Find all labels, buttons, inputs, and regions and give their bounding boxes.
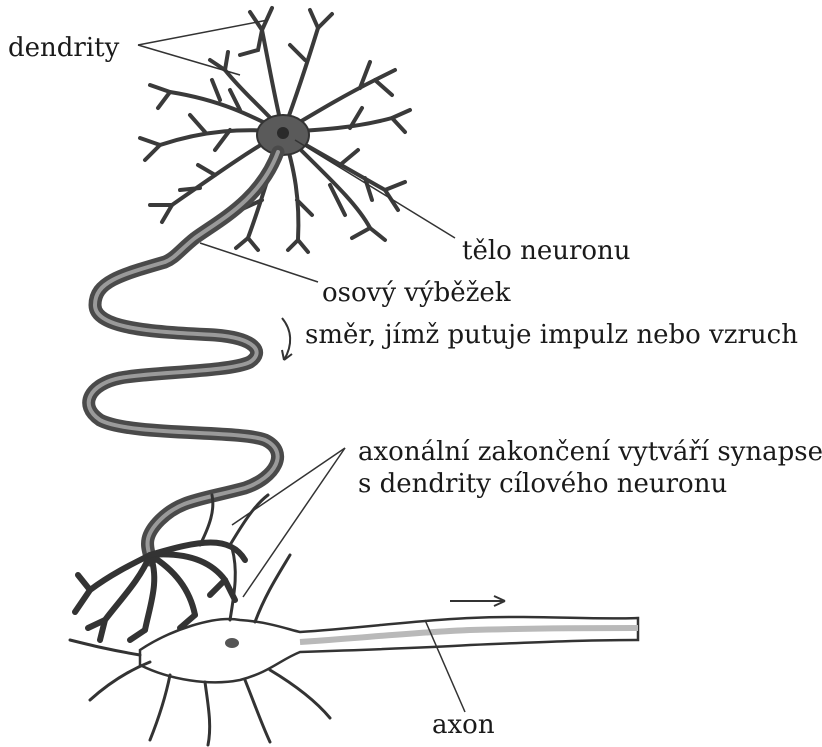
leader-cell-body [295,140,455,238]
impulse-arrow-icon [282,318,292,360]
long-axon [89,152,278,560]
label-axon-terminals: axonální zakončení vytváří synapse s den… [358,436,822,500]
leader-terminals-2 [243,448,345,597]
upper-nucleus [277,127,289,139]
label-axon-lower: axon [432,712,495,738]
target-nucleus [225,638,239,648]
label-terminals-line2: s dendrity cílového neuronu [358,468,822,500]
leader-dendrites-1 [138,20,268,45]
label-axon-upper: osový výběžek [322,280,511,306]
label-impulse-direction: směr, jímž putuje impulz nebo vzruch [305,322,798,348]
axon-arrow-icon [450,596,505,606]
label-cell-body: tělo neuronu [462,238,631,264]
label-dendrites: dendrity [8,35,119,61]
upper-neuron [140,8,410,252]
label-terminals-line1: axonální zakončení vytváří synapse [358,436,822,468]
